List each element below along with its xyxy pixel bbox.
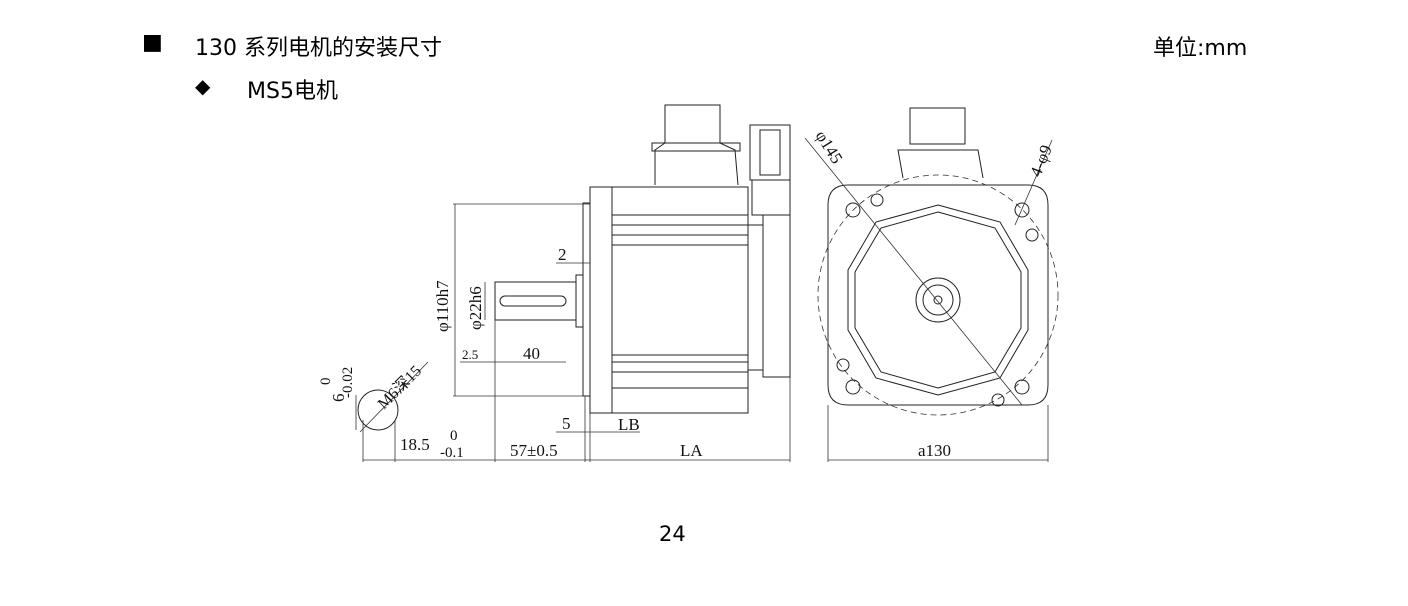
flange-thickness-label: 5: [562, 414, 571, 433]
holes-label: 4-φ9: [1026, 142, 1056, 179]
shaft-diameter-label: φ22h6: [466, 286, 485, 330]
front-view: [804, 107, 1059, 416]
unit-label: 单位:mm: [1153, 36, 1248, 61]
sub-bullet: ◆: [195, 74, 211, 98]
flange-diameter-label: φ110h7: [433, 280, 452, 332]
key-width-label: 6: [329, 394, 348, 403]
key-height-label: 18.5: [400, 435, 430, 454]
key-height-tol-upper: 0: [450, 428, 458, 444]
page-number: 24: [659, 522, 686, 546]
square-label: a130: [918, 441, 951, 460]
section-title: 130 系列电机的安装尺寸: [195, 36, 442, 61]
key-width-tol-lower: -0.02: [340, 367, 356, 398]
shoulder-label: 2: [558, 245, 567, 264]
key-offset-label: 2.5: [462, 347, 478, 362]
tapped-hole-label: M6深15: [374, 362, 425, 413]
section-bullet: ■: [142, 30, 163, 55]
key-height-tol-lower: -0.1: [440, 445, 464, 461]
lb-label: LB: [618, 415, 640, 434]
key-length-label: 40: [523, 344, 540, 363]
shaft-length-label: 57±0.5: [510, 441, 558, 460]
side-view: [355, 104, 1049, 462]
subsection-title: MS5电机: [247, 79, 338, 104]
la-label: LA: [680, 441, 703, 460]
pcd-label: φ145: [812, 127, 847, 167]
key-width-tol-upper: 0: [318, 378, 334, 386]
